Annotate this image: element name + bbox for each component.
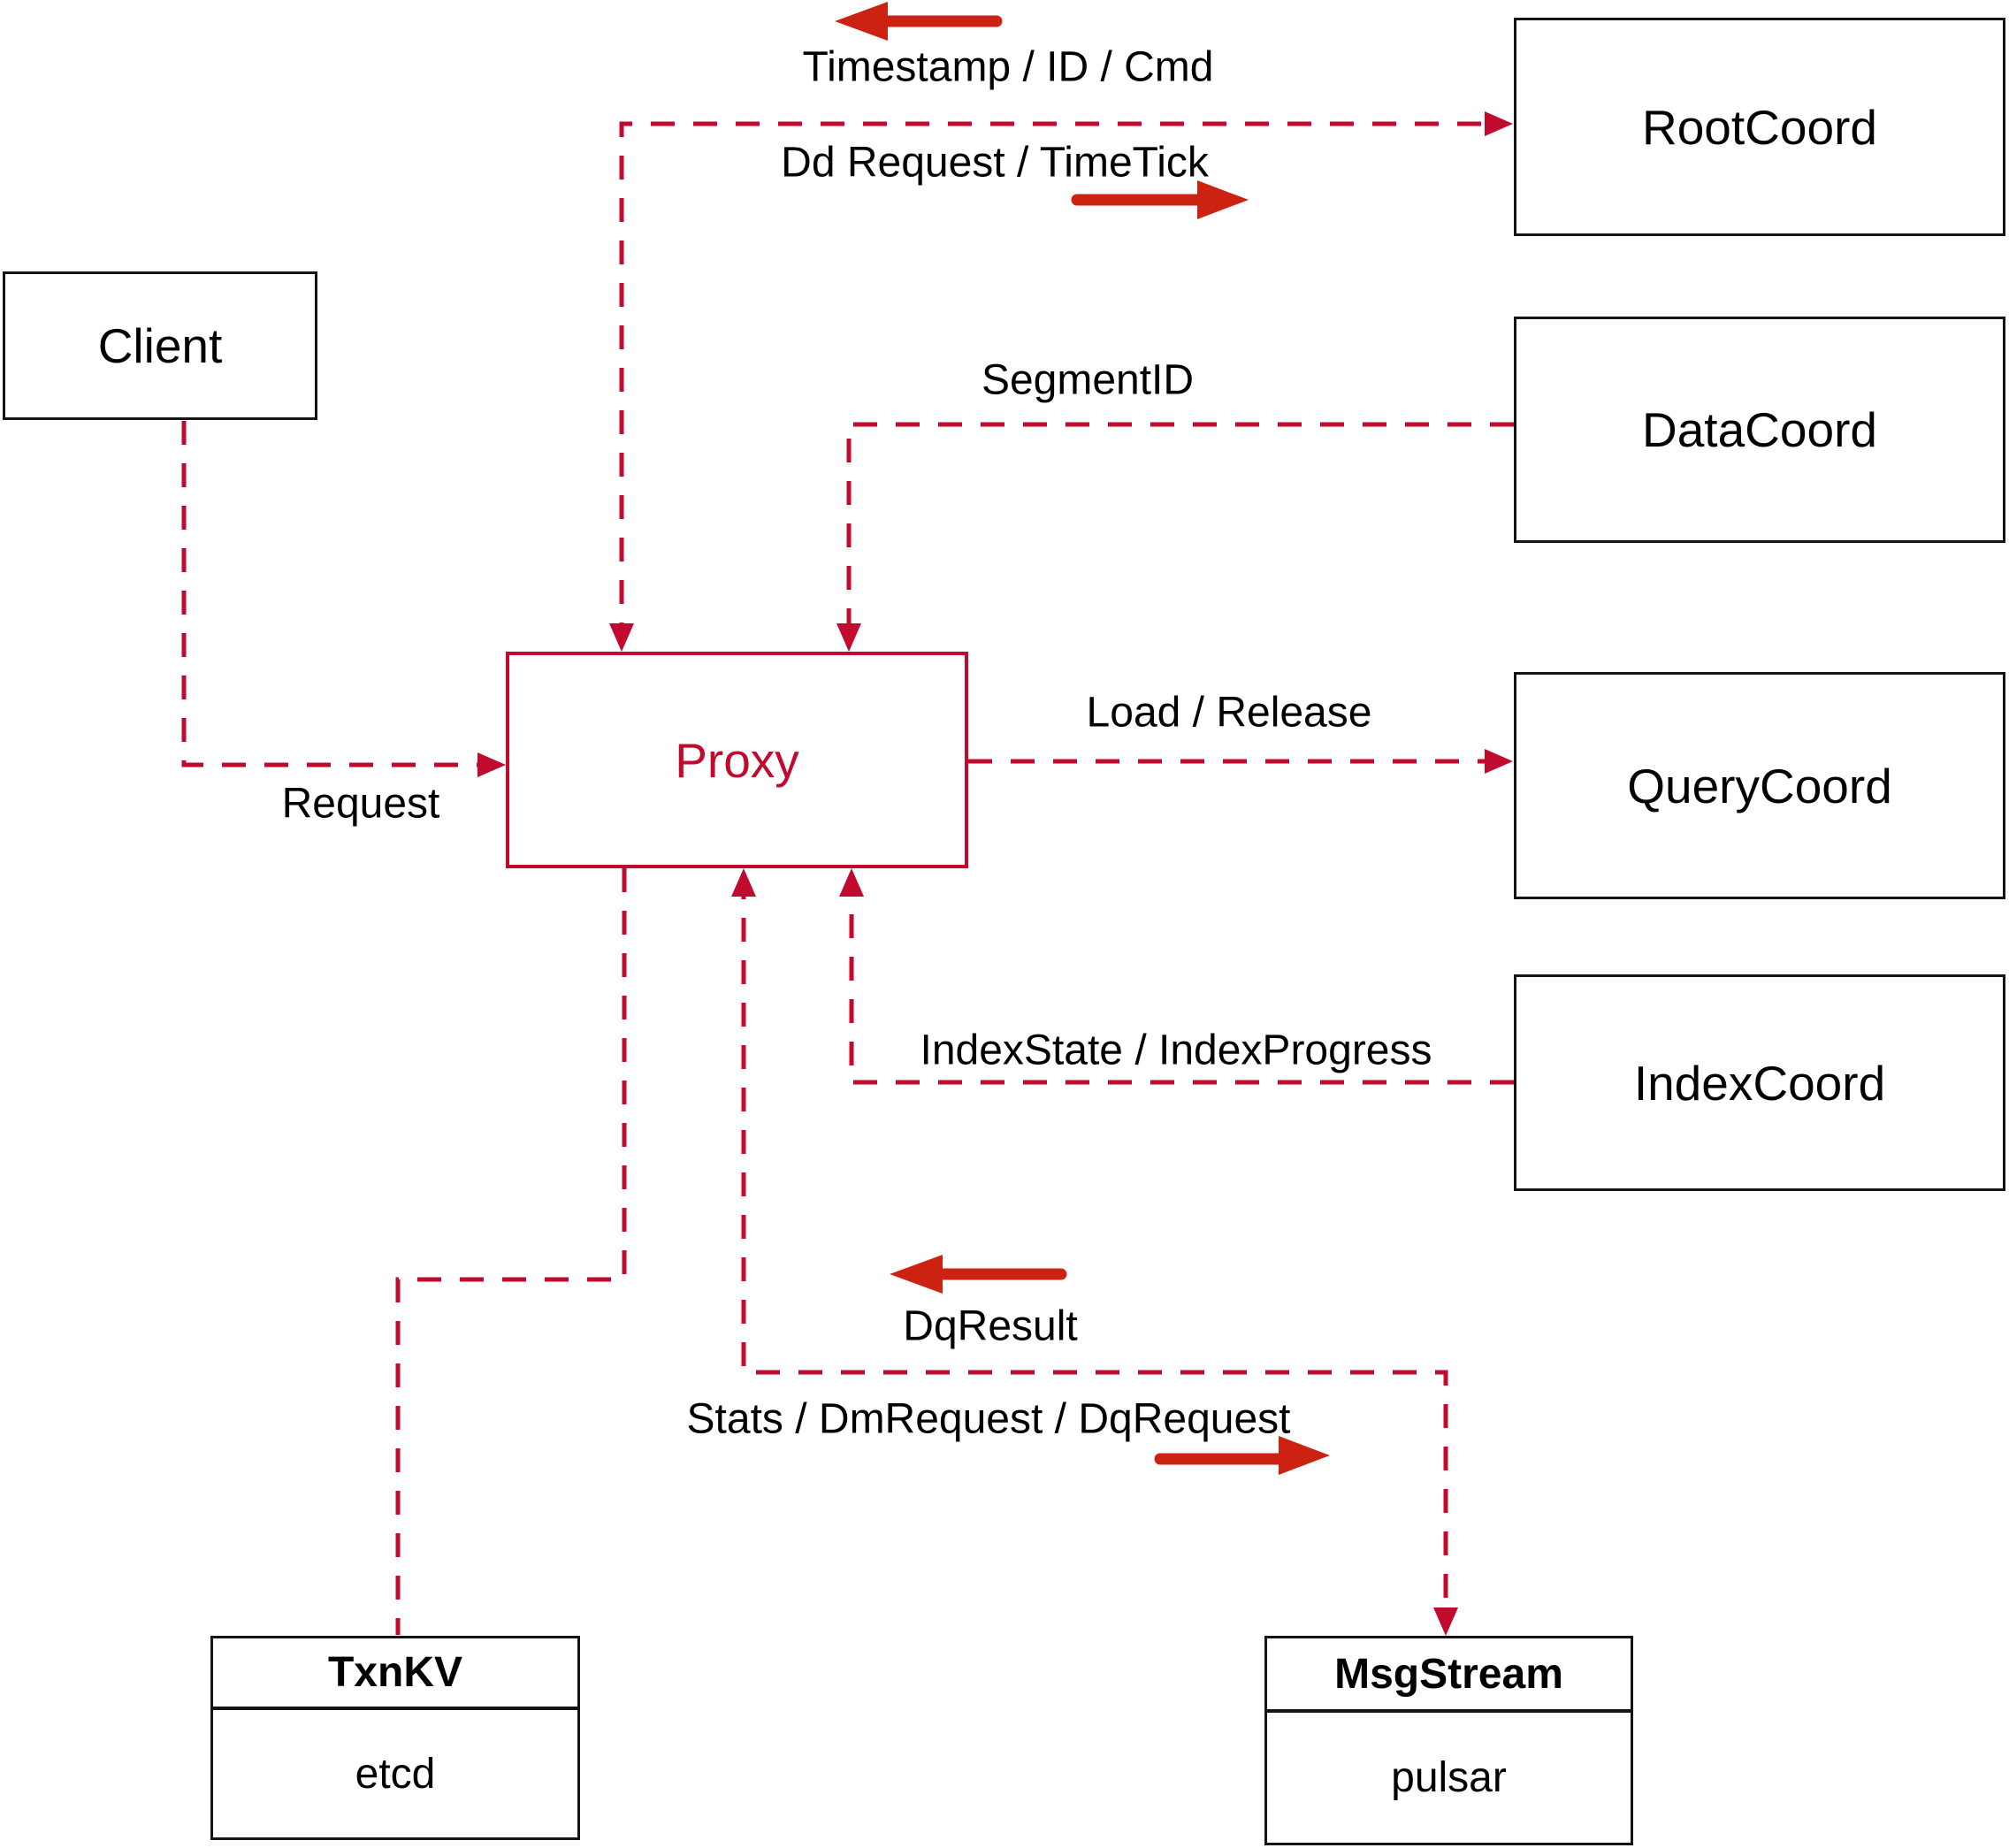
node-msgstream-title: MsgStream bbox=[1267, 1638, 1631, 1713]
label-timestamp-id-cmd: Timestamp / ID / Cmd bbox=[802, 43, 1214, 91]
node-indexcoord-label: IndexCoord bbox=[1633, 1055, 1886, 1111]
node-rootcoord-label: RootCoord bbox=[1642, 99, 1877, 155]
node-proxy: Proxy bbox=[506, 652, 968, 868]
right-arrow-stats bbox=[1154, 1436, 1330, 1475]
arrowhead-up-into-proxy-from-indexcoord bbox=[839, 868, 864, 897]
arrowhead-down-into-proxy-from-datacoord bbox=[836, 623, 861, 652]
node-client-label: Client bbox=[97, 318, 223, 373]
arrowhead-up-into-proxy-from-msgstream bbox=[731, 868, 756, 897]
label-dq-result: DqResult bbox=[903, 1302, 1078, 1350]
node-txnkv: TxnKV etcd bbox=[210, 1636, 580, 1840]
node-indexcoord: IndexCoord bbox=[1514, 974, 2005, 1191]
arrowhead-down-into-msgstream bbox=[1433, 1607, 1458, 1636]
label-dd-request-timetick: Dd Request / TimeTick bbox=[781, 139, 1209, 187]
edge-client-proxy bbox=[181, 421, 499, 767]
label-request: Request bbox=[281, 780, 440, 828]
label-index-state-progress: IndexState / IndexProgress bbox=[920, 1027, 1432, 1074]
node-querycoord: QueryCoord bbox=[1514, 672, 2005, 899]
left-arrow-dq-result bbox=[890, 1255, 1067, 1294]
edge-datacoord-proxy bbox=[846, 422, 1514, 645]
node-client: Client bbox=[3, 271, 317, 420]
label-stats-dm-dq-request: Stats / DmRequest / DqRequest bbox=[686, 1395, 1291, 1443]
node-datacoord-label: DataCoord bbox=[1642, 402, 1877, 457]
node-proxy-label: Proxy bbox=[675, 732, 799, 788]
node-txnkv-title: TxnKV bbox=[213, 1638, 577, 1710]
label-segment-id: SegmentID bbox=[981, 356, 1195, 404]
node-txnkv-impl: etcd bbox=[355, 1750, 436, 1798]
edge-proxy-txnkv bbox=[395, 868, 627, 1635]
node-msgstream-impl: pulsar bbox=[1391, 1754, 1507, 1801]
edge-indexcoord-proxy bbox=[849, 875, 1514, 1085]
edge-proxy-rootcoord bbox=[619, 121, 1506, 646]
node-msgstream: MsgStream pulsar bbox=[1264, 1636, 1633, 1845]
arrowhead-right-into-rootcoord bbox=[1485, 111, 1513, 136]
node-querycoord-label: QueryCoord bbox=[1627, 758, 1892, 813]
arrowhead-right-into-querycoord bbox=[1485, 749, 1513, 774]
node-datacoord: DataCoord bbox=[1514, 317, 2005, 543]
edge-proxy-msgstream bbox=[741, 875, 1448, 1630]
node-rootcoord: RootCoord bbox=[1514, 18, 2005, 236]
left-arrow-timestamp bbox=[835, 2, 1003, 41]
right-arrow-dd-request bbox=[1071, 180, 1249, 219]
arrowhead-right-into-proxy-from-client bbox=[477, 752, 506, 777]
arrowhead-down-into-proxy-from-rootcoord bbox=[609, 623, 634, 652]
label-load-release: Load / Release bbox=[1086, 689, 1372, 737]
